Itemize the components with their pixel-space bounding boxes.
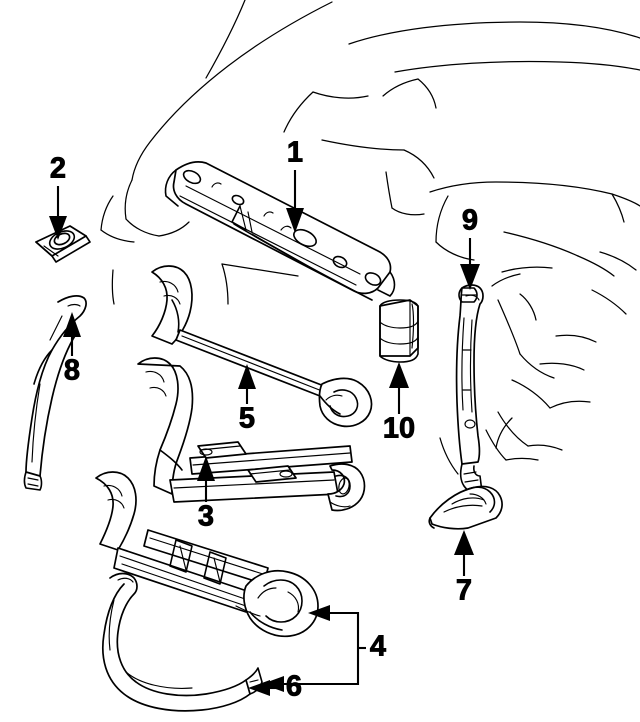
arrow-head-4-bottom <box>262 676 284 692</box>
arrow-head-6 <box>248 680 270 696</box>
arrow-head-7 <box>454 530 474 555</box>
callout-number-2[interactable]: 2 <box>49 152 66 185</box>
part-8-left-side-support-member <box>23 295 87 491</box>
callout-numbers: 1 2 3 4 5 6 7 8 9 10 <box>49 136 478 703</box>
part-1-upper-radiator-support <box>164 160 396 301</box>
callout-number-3[interactable]: 3 <box>197 500 214 533</box>
arrow-head-8 <box>63 312 81 337</box>
callout-number-6[interactable]: 6 <box>285 670 302 703</box>
callout-number-5[interactable]: 5 <box>238 402 255 435</box>
callout-leaders <box>49 170 480 696</box>
arrow-head-2 <box>49 216 67 240</box>
callout-number-10[interactable]: 10 <box>382 412 415 445</box>
callout-number-8[interactable]: 8 <box>63 354 80 387</box>
arrow-head-10 <box>389 362 409 388</box>
arrow-head-4-top <box>308 605 330 621</box>
callout-number-4[interactable]: 4 <box>369 630 386 663</box>
part-4-bumper-reinforcement <box>95 471 319 638</box>
part-2-hood-bumper-mount-pad <box>35 225 91 263</box>
arrow-head-3 <box>197 456 215 481</box>
arrow-head-1 <box>286 208 304 233</box>
callout-number-9[interactable]: 9 <box>461 204 478 237</box>
part-6-lower-bumper-valance-bar <box>101 572 263 712</box>
callout-number-7[interactable]: 7 <box>455 574 472 607</box>
arrow-head-9 <box>460 264 480 290</box>
part-7-radiator-support-bracket <box>428 485 503 530</box>
part-5-hood-lock-brace-bar <box>151 265 373 428</box>
part-10-radiator-mount-cushion <box>379 299 419 363</box>
part-9-right-side-support-member <box>455 284 484 494</box>
arrow-head-5 <box>238 364 256 389</box>
callout-number-1[interactable]: 1 <box>286 136 303 169</box>
vehicle-body-outline <box>100 0 640 475</box>
